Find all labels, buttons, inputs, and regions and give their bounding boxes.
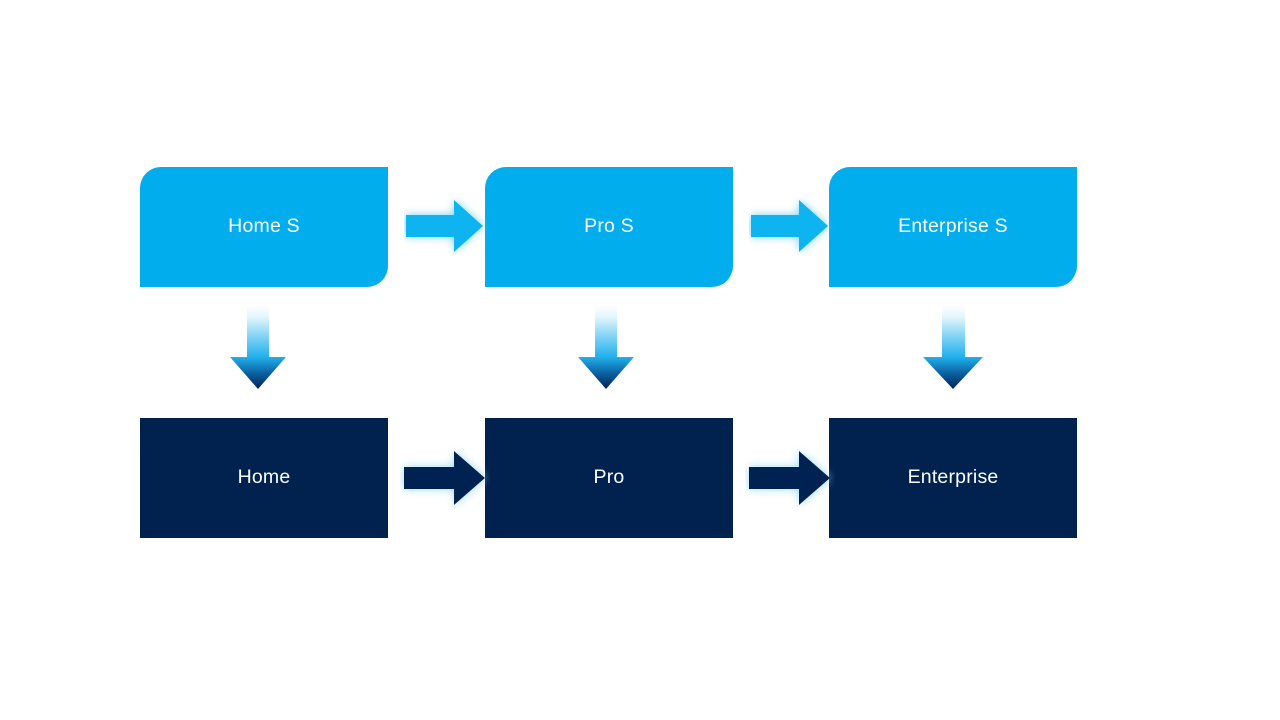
node-enterprise[interactable]: Enterprise	[829, 418, 1077, 538]
node-home[interactable]: Home	[140, 418, 388, 538]
product-arrow-1-right-arrow-icon	[400, 446, 490, 510]
node-label-home-s: Home S	[228, 215, 300, 238]
node-home-s[interactable]: Home S	[140, 167, 388, 287]
node-label-pro-s: Pro S	[584, 215, 634, 238]
node-label-pro: Pro	[593, 466, 625, 489]
service-arrow-1-right-arrow-icon	[404, 197, 488, 255]
product-arrow-2-right-arrow-icon	[745, 446, 835, 510]
down-arrow-1-down-arrow-icon	[226, 303, 290, 393]
node-pro-s[interactable]: Pro S	[485, 167, 733, 287]
down-arrow-3-down-arrow-icon	[920, 303, 986, 393]
service-arrow-2-right-arrow-icon	[749, 197, 833, 255]
down-arrow-2-down-arrow-icon	[574, 303, 638, 393]
node-pro[interactable]: Pro	[485, 418, 733, 538]
node-label-enterprise-s: Enterprise S	[898, 215, 1008, 238]
node-label-home: Home	[237, 466, 291, 489]
node-enterprise-s[interactable]: Enterprise S	[829, 167, 1077, 287]
node-label-enterprise: Enterprise	[907, 466, 999, 489]
